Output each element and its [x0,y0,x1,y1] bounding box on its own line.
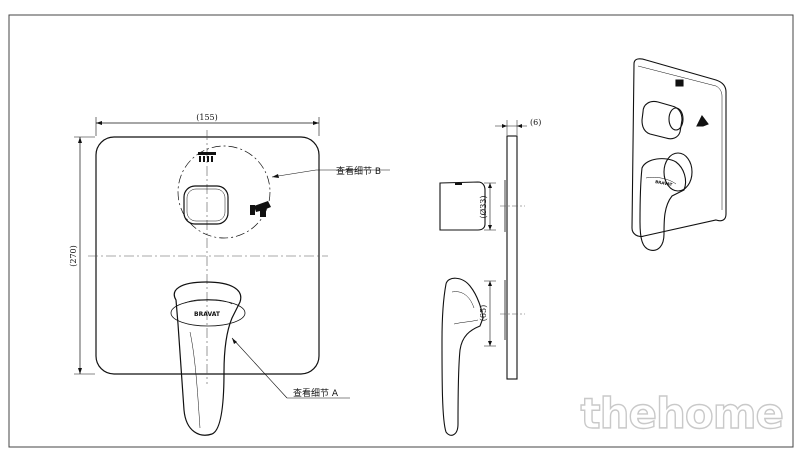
plate-side-edge [506,135,518,380]
lever-side [441,277,484,436]
diverter-knob [183,185,229,225]
isometric-view: BRAVAT [631,58,727,251]
iso-lever-handle [639,158,687,251]
iso-diverter-knob [641,100,683,140]
diameter-dimension-label: (Ø33) [479,196,488,219]
thickness-dimension-label: (6) [530,118,541,127]
side-view: (6) (Ø33) (65) [439,118,541,436]
shower-icon [198,152,216,162]
diverter-circle [177,145,271,239]
iso-shower-icon [675,79,684,87]
iso-cover-plate [631,58,727,238]
callout-detail-a: 查看细节 A [293,387,339,399]
height-dimension-label: (270) [69,245,78,267]
front-view: (155) (270) BRAVAT [69,113,390,436]
knob-side [439,181,486,231]
handle-brand-label: BRAVAT [194,311,221,318]
iso-tap-icon [696,114,709,127]
tap-icon [250,201,271,217]
width-dimension-label: (155) [196,113,218,122]
callout-detail-b: 查看细节 B [336,165,381,177]
watermark: thehome [581,389,783,438]
lever-height-dimension-label: (65) [479,305,488,321]
cover-plate [95,136,320,375]
iso-brand-label: BRAVAT [655,179,673,187]
drawing-frame [8,14,794,448]
lever-handle [170,281,246,436]
